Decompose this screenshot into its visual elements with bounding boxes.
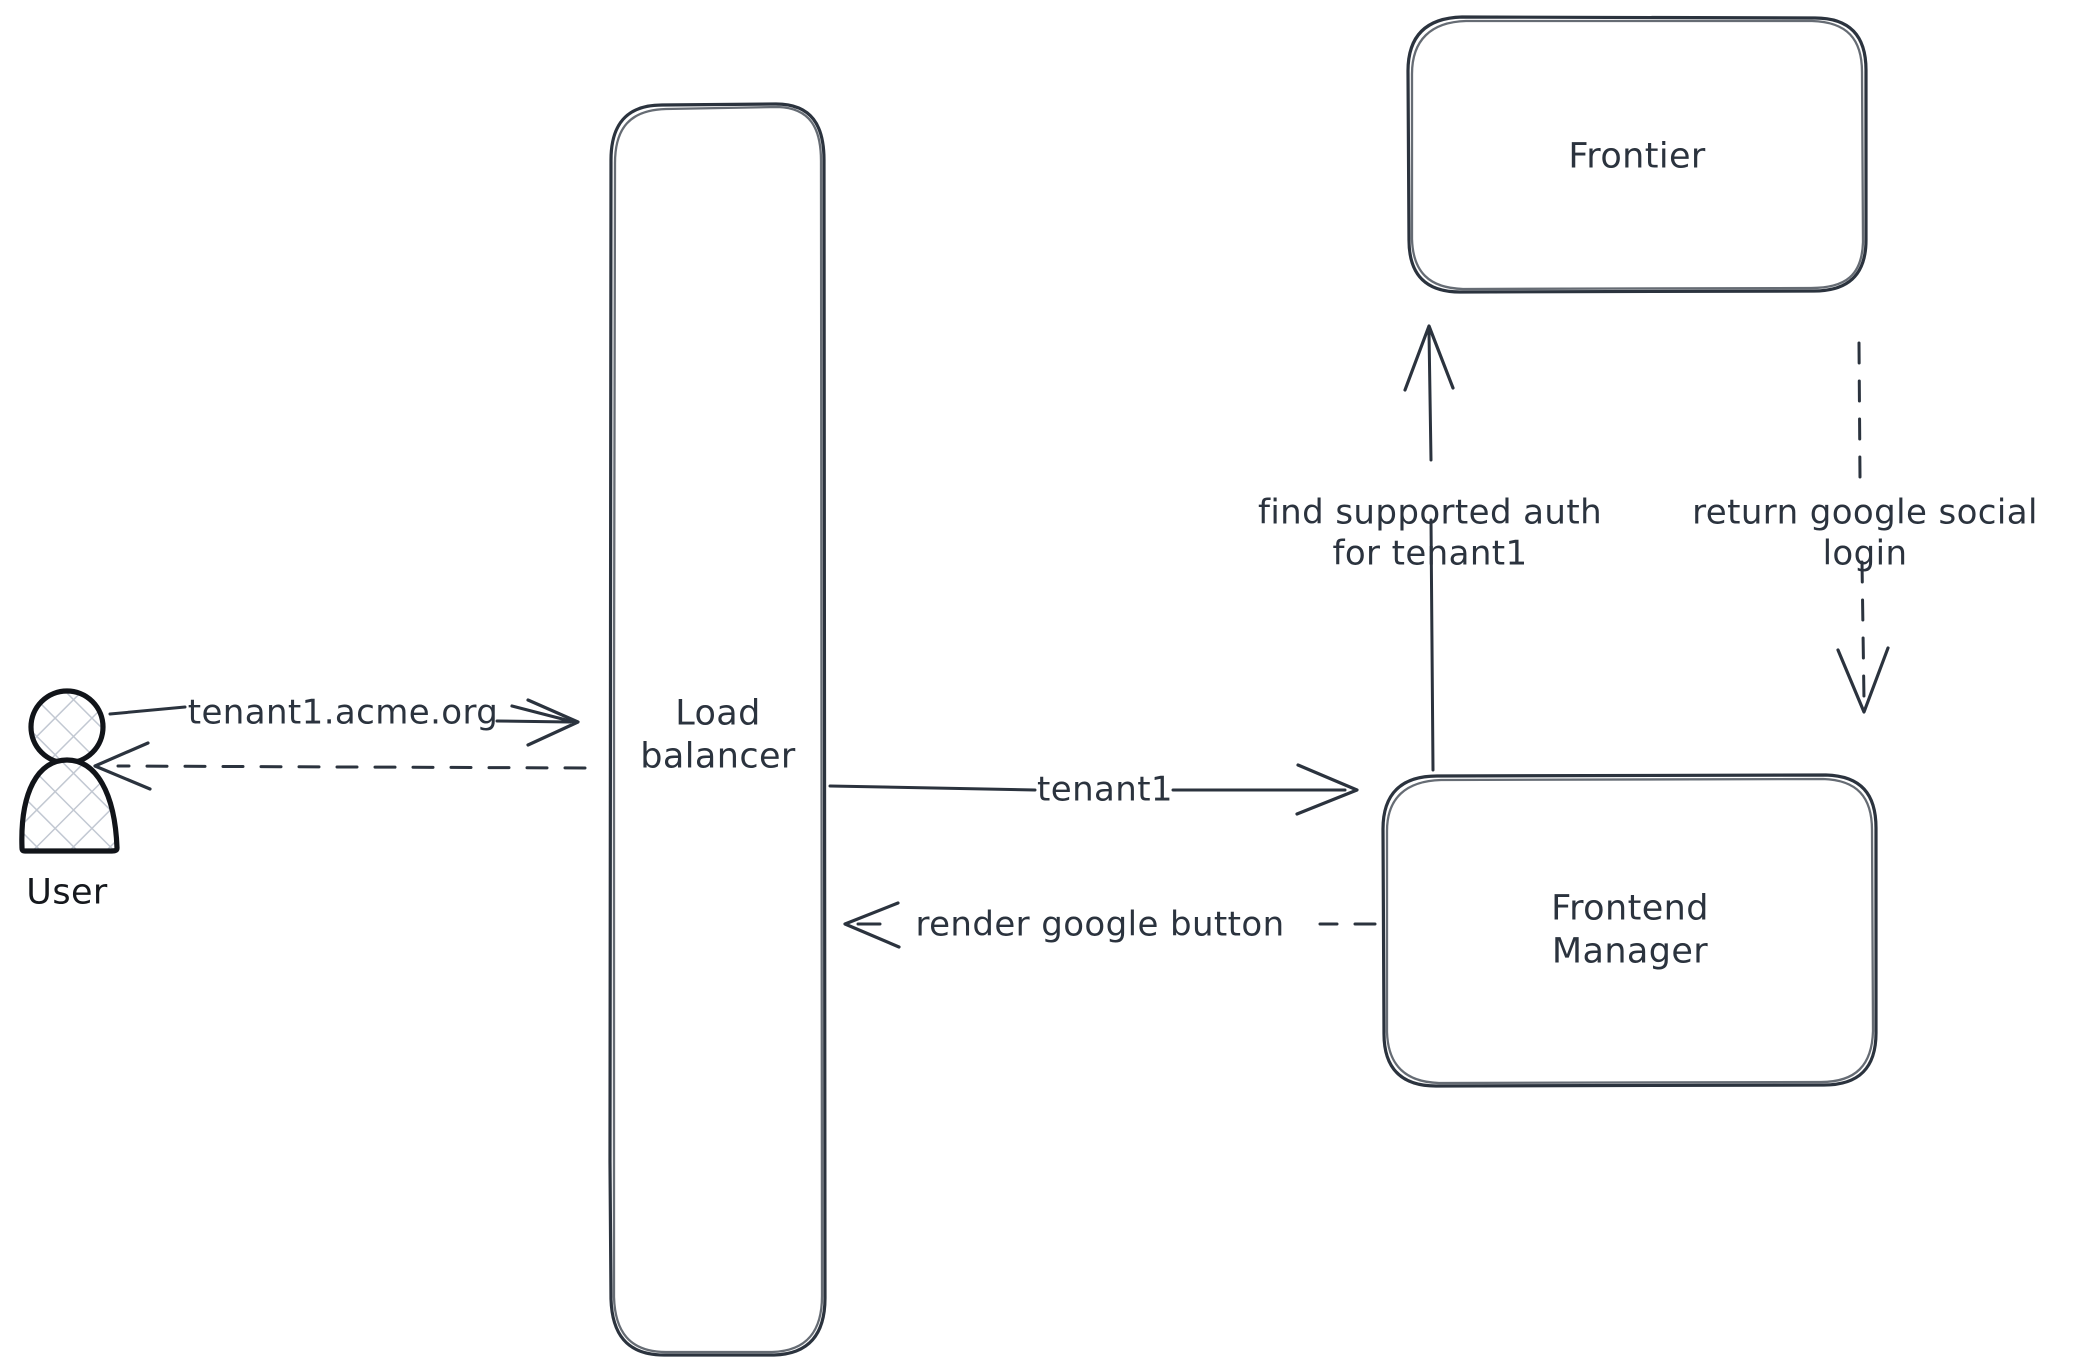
edge-frontend-manager-to-frontier bbox=[1403, 324, 1455, 772]
frontend-manager-shape[interactable] bbox=[1381, 773, 1878, 1088]
edge-label-return-google-social-login-line2: login bbox=[1822, 534, 1908, 574]
edge-label-return-google-social-login-line1: return google social bbox=[1692, 492, 2038, 533]
edge-load-balancer-to-user bbox=[93, 741, 587, 791]
edge-label-find-supported-auth-line1: find supported auth bbox=[1257, 492, 1603, 533]
load-balancer-shape[interactable] bbox=[608, 102, 827, 1357]
edge-label-render-google-button: render google button bbox=[915, 904, 1285, 945]
load-balancer-label-line1: Load bbox=[675, 693, 761, 734]
edge-frontend-manager-to-load-balancer bbox=[843, 901, 1377, 949]
frontier-label: Frontier bbox=[1568, 136, 1706, 177]
edge-frontier-to-frontend-manager bbox=[1836, 341, 1890, 714]
frontend-manager-label-line1: Frontend bbox=[1551, 888, 1709, 929]
edge-label-tenant1-acme-org: tenant1.acme.org bbox=[187, 692, 499, 733]
edge-user-to-load-balancer bbox=[108, 698, 580, 747]
user-actor-label: User bbox=[26, 872, 108, 913]
frontend-manager-label-line2: Manager bbox=[1551, 931, 1709, 971]
edge-label-find-supported-auth-line2: for tenant1 bbox=[1332, 534, 1528, 574]
user-actor-icon bbox=[19, 688, 120, 854]
frontier-shape[interactable] bbox=[1406, 15, 1868, 294]
edge-label-tenant1: tenant1 bbox=[1037, 769, 1173, 810]
edge-load-balancer-to-frontend-manager bbox=[828, 763, 1359, 816]
load-balancer-label-line2: balancer bbox=[640, 736, 796, 776]
